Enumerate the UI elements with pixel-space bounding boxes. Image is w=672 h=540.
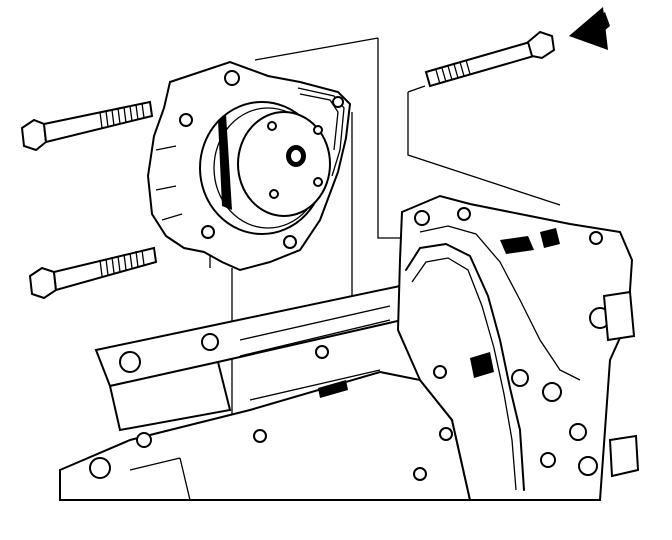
- engine-block: [59, 284, 472, 501]
- timing-cover-housing: [396, 194, 640, 501]
- direction-arrow-icon: [569, 7, 610, 50]
- water-pump-pulley: [199, 101, 331, 235]
- upper-left-bolt-icon: [20, 100, 154, 152]
- upper-right-bolt-icon: [424, 30, 556, 88]
- lower-left-bolt-icon: [28, 246, 158, 300]
